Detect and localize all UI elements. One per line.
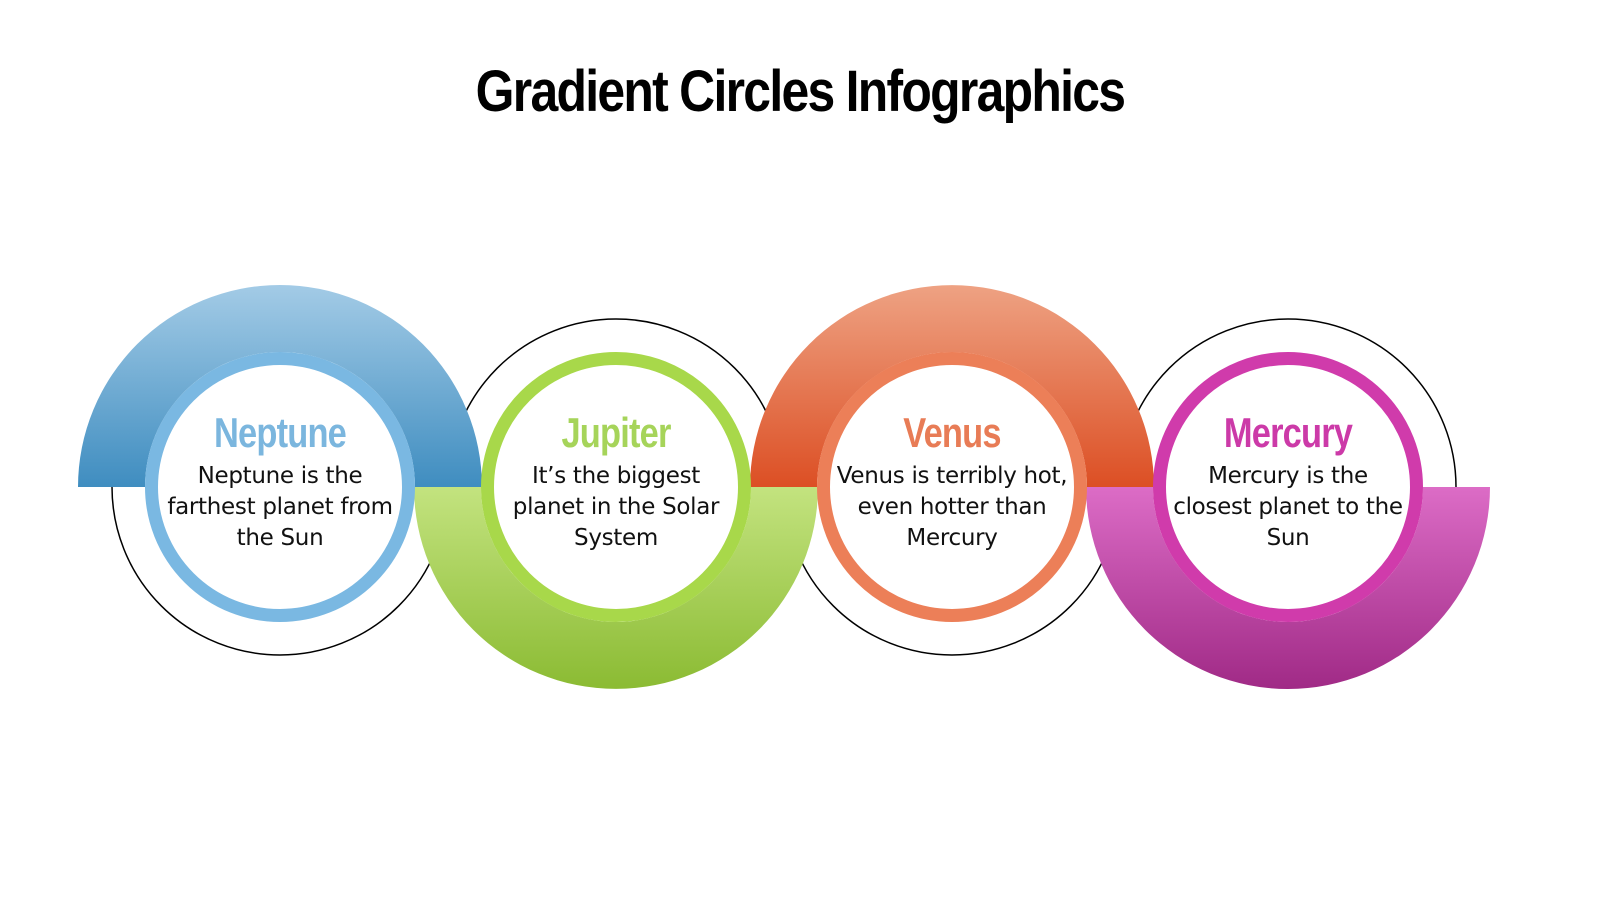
inner-disc <box>494 365 738 609</box>
item-heading: Venus <box>903 409 1001 456</box>
gradient-half-ring <box>750 285 1154 487</box>
item-description: Neptune is the farthest planet from the … <box>167 463 393 551</box>
item-neptune: Neptune Neptune is the farthest planet f… <box>160 409 400 554</box>
page-title: Gradient Circles Infographics <box>475 59 1126 124</box>
gradient-half-ring <box>1086 487 1490 689</box>
inner-ring <box>481 352 751 622</box>
item-mercury: Mercury Mercury is the closest planet to… <box>1168 409 1408 554</box>
item-description: It’s the biggest planet in the Solar Sys… <box>512 463 720 551</box>
item-heading: Neptune <box>213 409 347 456</box>
inner-ring <box>1153 352 1423 622</box>
gradient-half-ring <box>414 487 818 689</box>
inner-disc <box>158 365 402 609</box>
item-description: Mercury is the closest planet to the Sun <box>1173 463 1403 551</box>
item-jupiter: Jupiter It’s the biggest planet in the S… <box>496 409 736 554</box>
item-description: Venus is terribly hot, even hotter than … <box>836 463 1068 551</box>
inner-ring <box>145 352 415 622</box>
item-venus: Venus Venus is terribly hot, even hotter… <box>832 409 1072 554</box>
gradient-half-ring <box>78 285 482 487</box>
inner-disc <box>830 365 1074 609</box>
inner-rings <box>145 352 1423 622</box>
gradient-half-rings <box>78 285 1490 689</box>
item-heading: Mercury <box>1223 409 1353 456</box>
inner-disc <box>1166 365 1410 609</box>
item-heading: Jupiter <box>561 409 671 456</box>
inner-ring <box>817 352 1087 622</box>
